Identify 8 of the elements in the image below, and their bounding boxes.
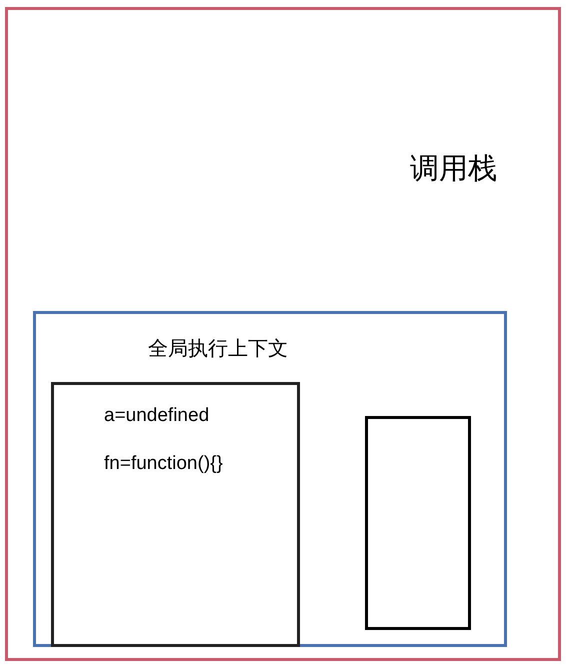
context-box xyxy=(33,311,507,647)
variable-text: fn=function(){} xyxy=(104,453,223,476)
stack-frame xyxy=(5,7,561,661)
variable-text: a=undefined xyxy=(104,405,210,428)
variable-box xyxy=(51,382,300,647)
box-title: 全局执行上下文 xyxy=(148,337,288,361)
empty-box xyxy=(365,416,471,630)
frame-title: 调用栈 xyxy=(410,152,497,187)
